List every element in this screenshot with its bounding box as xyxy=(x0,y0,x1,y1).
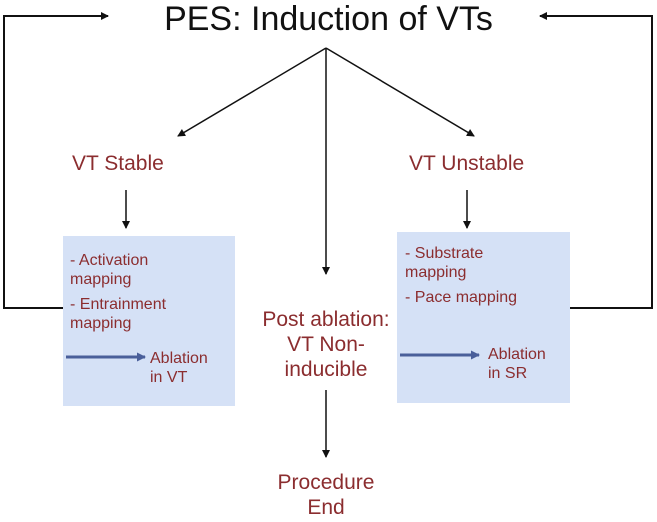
right-method-list: - Substrate mapping - Pace mapping xyxy=(405,244,517,307)
page-title: PES: Induction of VTs xyxy=(164,0,493,38)
right-ablation-label: Ablation in SR xyxy=(488,345,546,383)
procedure-end-node: Procedure End xyxy=(236,470,416,520)
left-ablation-label: Ablation in VT xyxy=(150,349,208,387)
vt-unstable-label: VT Unstable xyxy=(409,152,525,175)
list-item: mapping xyxy=(70,271,132,288)
list-item: - Activation xyxy=(70,252,149,269)
arrow-to-vt-stable xyxy=(177,47,327,137)
ablation-text: Ablation xyxy=(150,350,208,367)
post-ablation-line: VT Non- xyxy=(287,333,365,356)
left-method-box xyxy=(63,236,235,406)
ablation-text: in VT xyxy=(150,369,188,386)
right-feedback-arrow xyxy=(539,12,653,309)
list-item: - Pace mapping xyxy=(405,289,518,306)
post-ablation-line: inducible xyxy=(284,358,368,381)
ablation-text: Ablation xyxy=(488,346,546,363)
list-item: - Entrainment xyxy=(70,296,167,313)
list-item: mapping xyxy=(405,264,467,281)
procedure-end-line: End xyxy=(307,496,345,519)
left-feedback-arrow xyxy=(3,12,109,309)
procedure-end-line: Procedure xyxy=(277,471,375,494)
post-ablation-line: Post ablation: xyxy=(262,308,390,331)
arrow-to-vt-unstable xyxy=(325,47,475,137)
right-method-box xyxy=(397,232,570,403)
list-item: - Substrate xyxy=(405,245,484,262)
ablation-text: in SR xyxy=(488,365,528,382)
left-method-list: - Activation mapping - Entrainment mappi… xyxy=(70,251,166,333)
post-ablation-node: Post ablation: VT Non- inducible xyxy=(236,307,416,382)
list-item: mapping xyxy=(70,315,132,332)
vt-stable-label: VT Stable xyxy=(72,152,164,175)
